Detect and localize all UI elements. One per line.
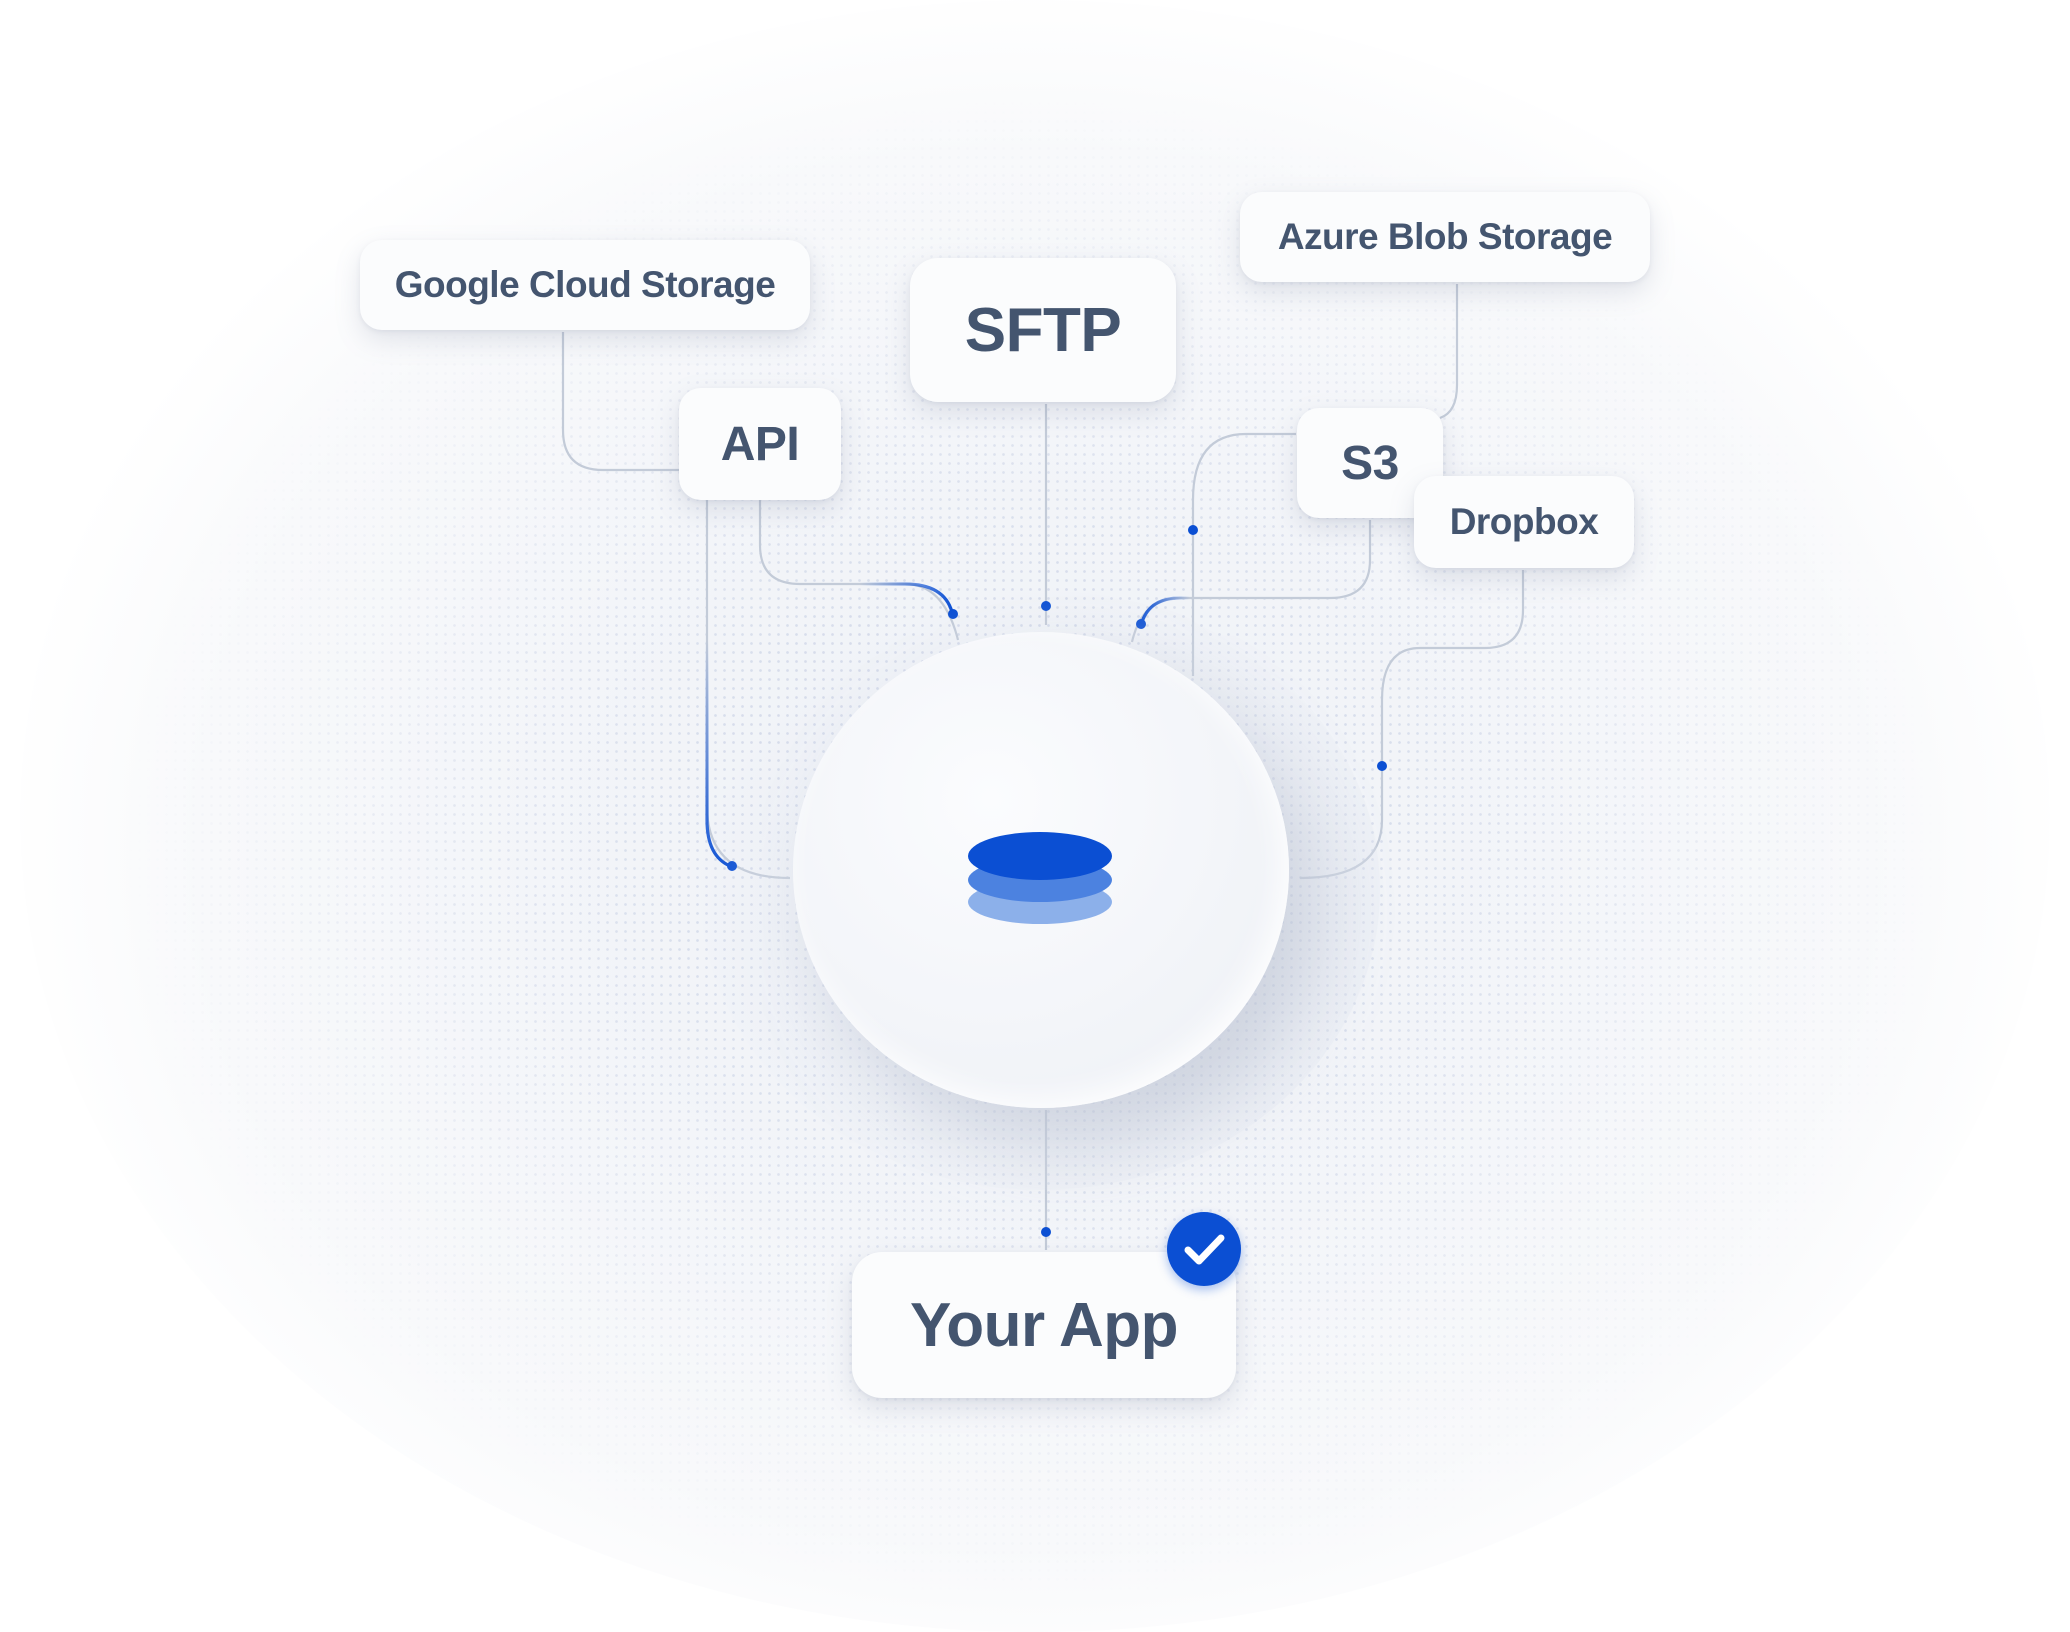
connector-azure xyxy=(1439,284,1459,420)
source-sftp: SFTP xyxy=(910,258,1176,402)
source-azure-blob-storage: Azure Blob Storage xyxy=(1240,192,1650,282)
checkmark-icon xyxy=(1184,1234,1225,1265)
check-badge xyxy=(1167,1212,1241,1286)
source-api: API xyxy=(679,388,841,500)
database-stack-icon xyxy=(968,832,1112,924)
flow-dot-dropbox xyxy=(1377,761,1387,771)
flow-dot-s3-top xyxy=(1188,525,1198,535)
destination-your-app: Your App xyxy=(852,1252,1236,1398)
source-dropbox: Dropbox xyxy=(1414,476,1634,568)
flow-dot-app xyxy=(1041,1227,1051,1237)
source-google-cloud-storage: Google Cloud Storage xyxy=(360,240,810,330)
